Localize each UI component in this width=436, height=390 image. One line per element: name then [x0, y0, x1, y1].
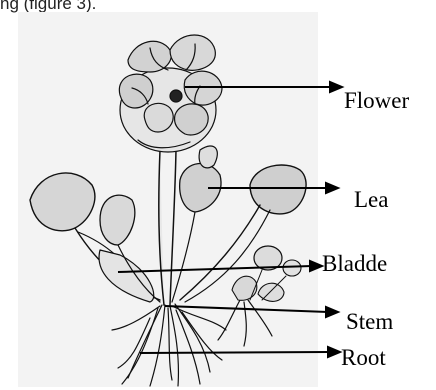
label-stem: Stem	[346, 310, 393, 333]
root-arrow	[140, 352, 330, 353]
label-flower: Flower	[344, 89, 409, 112]
label-root: Root	[341, 346, 386, 369]
label-leaf: Lea	[354, 188, 388, 211]
label-bladder: Bladde	[322, 252, 387, 275]
